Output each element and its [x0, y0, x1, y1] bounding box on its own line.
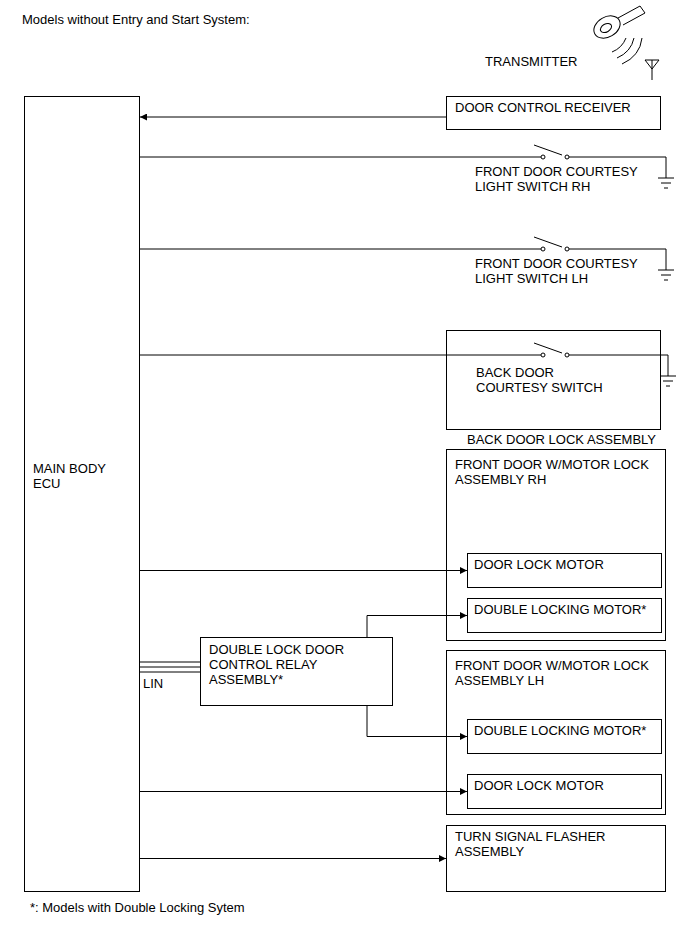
ground-symbol — [660, 376, 676, 386]
lin-bus — [140, 662, 200, 672]
wire — [140, 157, 541, 158]
part-label: TRANSMITTER — [485, 54, 615, 69]
component-box: DOUBLE LOCKING MOTOR* — [467, 719, 662, 754]
fob-button — [599, 22, 613, 35]
antenna-stem — [652, 60, 653, 80]
connector-line — [140, 858, 446, 859]
connector-line — [367, 616, 467, 638]
signal-wire — [140, 355, 446, 356]
component-box: TURN SIGNAL FLASHER ASSEMBLY — [446, 825, 666, 892]
switch-contact — [541, 247, 545, 251]
box-label: DOUBLE LOCK DOOR CONTROL RELAY ASSEMBLY* — [209, 642, 369, 687]
key-fob — [590, 11, 624, 42]
box-label: FRONT DOOR W/MOTOR LOCK ASSEMBLY LH — [455, 658, 655, 688]
connector-line — [140, 355, 446, 356]
footnote: *: Models with Double Locking Sytem — [30, 900, 450, 915]
radio-wave — [612, 38, 626, 52]
component-box: FRONT DOOR W/MOTOR LOCK ASSEMBLY RH DOOR … — [446, 449, 666, 641]
switch-lever — [534, 145, 562, 155]
ground-symbol — [658, 270, 674, 280]
component-box: BACK DOOR LOCK ASSEMBLYBACK DOOR COURTES… — [446, 330, 661, 430]
component-box: DOOR LOCK MOTOR — [467, 774, 662, 809]
switch-lever — [534, 343, 562, 353]
key-blade — [618, 6, 645, 25]
box-label: DOOR CONTROL RECEIVER — [455, 100, 631, 115]
bus-label: LIN — [143, 676, 163, 691]
box-label: DOUBLE LOCKING MOTOR* — [474, 602, 646, 617]
switch-lever — [534, 237, 562, 247]
box-label: FRONT DOOR W/MOTOR LOCK ASSEMBLY RH — [455, 457, 655, 487]
wire — [140, 249, 541, 250]
box-label: TURN SIGNAL FLASHER ASSEMBLY — [455, 829, 635, 859]
component-box: DOOR LOCK MOTOR — [467, 553, 662, 588]
box-label: DOUBLE LOCKING MOTOR* — [474, 723, 646, 738]
switch-contact — [541, 155, 545, 159]
transmitter-icon — [590, 6, 645, 64]
wire — [569, 355, 668, 376]
signal-wire — [367, 616, 467, 638]
signal-wire — [140, 858, 446, 859]
component-box: MAIN BODY ECU — [24, 96, 140, 892]
connector-line — [140, 667, 200, 668]
connector-line — [367, 706, 467, 737]
box-label: DOOR LOCK MOTOR — [474, 557, 604, 572]
diagram-title: Models without Entry and Start System: — [22, 12, 422, 27]
signal-wire — [140, 117, 446, 118]
radio-wave — [622, 38, 642, 64]
radio-wave — [617, 38, 634, 58]
switch-contact — [565, 247, 569, 251]
connector-line — [140, 672, 200, 673]
connector-line — [140, 791, 467, 792]
switch-contact — [541, 353, 545, 357]
antenna-symbol — [645, 60, 659, 80]
switch-contact — [565, 155, 569, 159]
wire — [446, 355, 541, 356]
box-label: BACK DOOR COURTESY SWITCH — [476, 365, 626, 395]
component-box: FRONT DOOR W/MOTOR LOCK ASSEMBLY LH DOUBL… — [446, 650, 666, 815]
signal-wire — [140, 791, 467, 792]
signal-wire — [367, 706, 467, 737]
component-box: DOUBLE LOCK DOOR CONTROL RELAY ASSEMBLY* — [200, 637, 393, 706]
box-label: MAIN BODY ECU — [33, 461, 133, 491]
signal-wire — [140, 570, 467, 571]
component-box: DOUBLE LOCKING MOTOR* — [467, 598, 662, 633]
connector-line — [140, 117, 446, 118]
connector-line — [140, 570, 467, 571]
box-label: DOOR LOCK MOTOR — [474, 778, 604, 793]
component-box: DOOR CONTROL RECEIVER — [446, 96, 661, 130]
switch-contact — [565, 353, 569, 357]
part-label: FRONT DOOR COURTESY LIGHT SWITCH RH — [475, 164, 660, 194]
connector-line — [140, 662, 200, 663]
assembly-heading: BACK DOOR LOCK ASSEMBLY — [467, 433, 656, 447]
ground-symbol — [658, 178, 674, 188]
part-label: FRONT DOOR COURTESY LIGHT SWITCH LH — [475, 256, 660, 286]
